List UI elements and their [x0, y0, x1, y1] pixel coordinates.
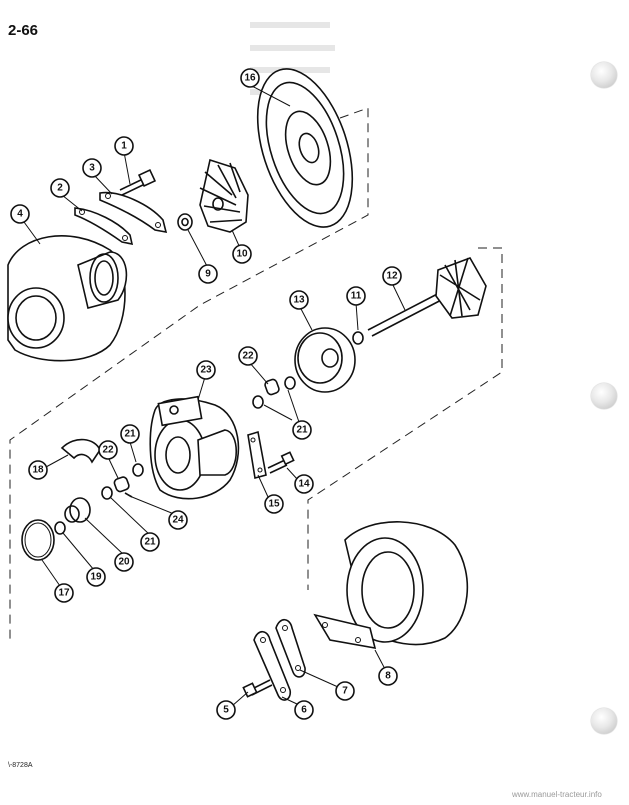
- svg-text:14: 14: [298, 479, 310, 490]
- bleed-through: [250, 22, 335, 95]
- part-14-bolt: [267, 451, 295, 474]
- svg-text:22: 22: [242, 351, 254, 362]
- svg-text:3: 3: [89, 163, 95, 174]
- svg-text:22: 22: [102, 445, 114, 456]
- callout-9: 9: [198, 264, 218, 284]
- svg-text:4: 4: [17, 209, 23, 220]
- part-10-compressor-wheel: [199, 158, 249, 233]
- callout-21-upper: 21: [292, 420, 312, 440]
- svg-text:24: 24: [172, 515, 184, 526]
- callout-2: 2: [50, 178, 70, 198]
- callout-21-lower: 21: [140, 532, 160, 552]
- part-3-clamp-plate: [99, 191, 168, 234]
- callout-24: 24: [168, 510, 188, 530]
- part-17-o-ring: [21, 519, 55, 561]
- part-20-thrust-bearing: [64, 497, 91, 523]
- svg-text:19: 19: [90, 572, 102, 583]
- part-13-insert: [294, 327, 356, 393]
- callout-8: 8: [378, 666, 398, 686]
- svg-text:21: 21: [296, 425, 308, 436]
- watermark-text: www.manuel-tracteur.info: [512, 790, 602, 799]
- svg-text:5: 5: [223, 705, 229, 716]
- svg-text:21: 21: [144, 537, 156, 548]
- callout-18: 18: [28, 460, 48, 480]
- svg-text:6: 6: [301, 705, 307, 716]
- part-12-turbine-shaft: [367, 257, 487, 337]
- part-8-turbine-housing: [313, 521, 469, 650]
- part-5-bolt: [242, 679, 273, 698]
- assembly-dashed-lines: [9, 107, 503, 640]
- callout-19: 19: [86, 567, 106, 587]
- callout-22-lower: 22: [98, 440, 118, 460]
- callout-7: 7: [335, 681, 355, 701]
- callout-13: 13: [289, 290, 309, 310]
- svg-text:11: 11: [351, 291, 362, 302]
- part-16-backplate: [256, 68, 354, 228]
- svg-text:2: 2: [57, 183, 63, 194]
- part-19-washer: [54, 521, 66, 535]
- callout-21-middle: 21: [120, 424, 140, 444]
- callout-4: 4: [10, 204, 30, 224]
- parts-22-21-lower-bearing: [101, 463, 144, 500]
- leader-lines: [23, 84, 406, 707]
- callout-14: 14: [294, 474, 314, 494]
- part-1-bolt: [119, 168, 157, 196]
- callout-1: 1: [114, 136, 134, 156]
- callout-20: 20: [114, 552, 134, 572]
- callout-15: 15: [264, 494, 284, 514]
- part-4-compressor-housing: [7, 235, 128, 362]
- callout-23: 23: [196, 360, 216, 380]
- part-9-nut: [177, 213, 193, 231]
- svg-text:9: 9: [205, 269, 211, 280]
- svg-text:12: 12: [386, 271, 398, 282]
- parts-6-7-locking-plates: [253, 618, 306, 701]
- callout-16: 16: [240, 68, 260, 88]
- binder-hole-bottom: [591, 708, 617, 734]
- svg-text:10: 10: [236, 249, 248, 260]
- callout-12: 12: [382, 266, 402, 286]
- svg-text:16: 16: [244, 73, 256, 84]
- svg-text:21: 21: [124, 429, 136, 440]
- svg-text:7: 7: [342, 686, 348, 697]
- part-18-thrust-collar: [60, 438, 101, 464]
- figure-code: \-8728A: [8, 762, 33, 769]
- part-11-seal-ring: [352, 331, 364, 345]
- callout-6: 6: [294, 700, 314, 720]
- svg-text:20: 20: [118, 557, 130, 568]
- callout-22-upper: 22: [238, 346, 258, 366]
- callout-10: 10: [232, 244, 252, 264]
- svg-text:18: 18: [32, 465, 44, 476]
- part-23-bearing-housing: [149, 395, 240, 500]
- binder-hole-top: [591, 62, 617, 88]
- svg-text:17: 17: [58, 588, 70, 599]
- svg-text:8: 8: [385, 671, 391, 682]
- parts-22-21-upper-bearing: [252, 376, 296, 409]
- callout-11: 11: [346, 286, 366, 306]
- svg-text:15: 15: [268, 499, 280, 510]
- binder-hole-middle: [591, 383, 617, 409]
- part-15-gasket: [247, 430, 267, 480]
- svg-text:23: 23: [200, 365, 212, 376]
- callout-3: 3: [82, 158, 102, 178]
- page-number: 2-66: [8, 22, 39, 39]
- svg-text:13: 13: [293, 295, 305, 306]
- callout-5: 5: [216, 700, 236, 720]
- part-2-clamp-plate: [74, 207, 134, 246]
- callout-17: 17: [54, 583, 74, 603]
- svg-text:1: 1: [121, 141, 127, 152]
